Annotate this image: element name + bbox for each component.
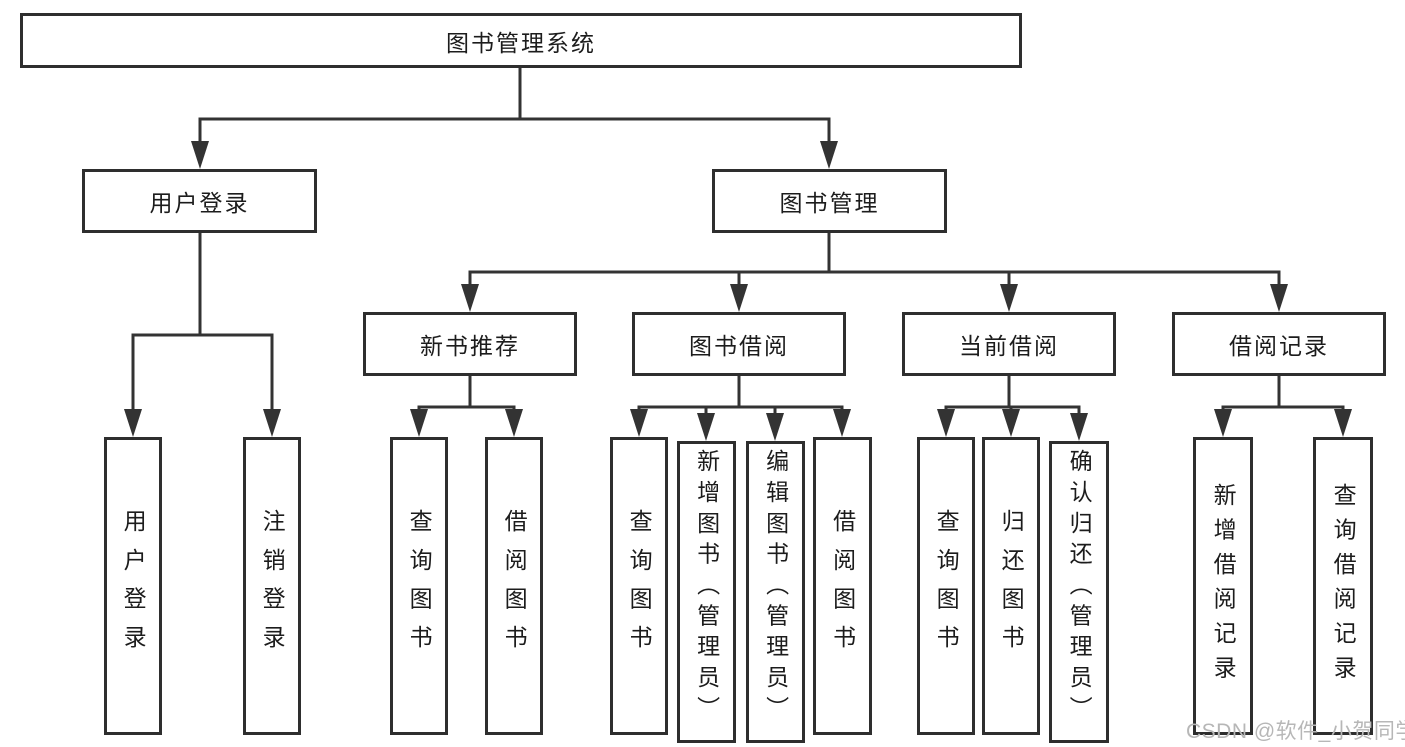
node-label: 用户登录 — [120, 508, 147, 664]
node-leaf-user-login: 用户登录 — [104, 437, 162, 735]
connector-new-book-rec-to-children — [410, 376, 523, 437]
connector-borrow-record-to-children — [1214, 376, 1352, 437]
node-leaf-borrow-book: 借阅图书 — [813, 437, 872, 735]
node-label: 确认归还（管理员） — [1066, 449, 1093, 727]
node-label: 借阅图书 — [829, 508, 856, 664]
node-label: 查询借阅记录 — [1330, 482, 1357, 690]
node-leaf-query-book-current: 查询图书 — [917, 437, 975, 735]
node-book-borrow: 图书借阅 — [632, 312, 846, 376]
node-label: 归还图书 — [998, 508, 1025, 664]
node-new-book-recommend: 新书推荐 — [363, 312, 577, 376]
csdn-watermark: CSDN @软件_小贺同学 — [1186, 720, 1405, 743]
node-leaf-edit-book-admin: 编辑图书（管理员） — [746, 441, 805, 743]
node-label: 图书借阅 — [689, 333, 789, 359]
node-label: 查询图书 — [933, 508, 960, 664]
connector-current-borrow-to-children — [937, 376, 1088, 441]
node-leaf-add-book-admin: 新增图书（管理员） — [677, 441, 736, 743]
node-label: 当前借阅 — [959, 333, 1059, 359]
node-label: 新增借阅记录 — [1210, 482, 1237, 690]
node-user-login: 用户登录 — [82, 169, 317, 233]
node-leaf-query-borrow-record: 查询借阅记录 — [1313, 437, 1373, 735]
node-leaf-add-borrow-record: 新增借阅记录 — [1193, 437, 1253, 735]
node-leaf-logout: 注销登录 — [243, 437, 301, 735]
node-leaf-borrow-book-rec: 借阅图书 — [485, 437, 543, 735]
node-label: 新增图书（管理员） — [693, 449, 720, 727]
node-leaf-return-book: 归还图书 — [982, 437, 1040, 735]
node-label: 图书管理 — [779, 190, 880, 216]
node-borrow-record: 借阅记录 — [1172, 312, 1386, 376]
connector-book-borrow-to-children — [630, 376, 851, 441]
node-book-management: 图书管理 — [712, 169, 947, 233]
node-label: 编辑图书（管理员） — [762, 449, 789, 727]
node-label: 注销登录 — [259, 508, 286, 664]
node-current-borrow: 当前借阅 — [902, 312, 1116, 376]
node-label: 用户登录 — [149, 190, 250, 216]
node-label: 借阅记录 — [1229, 333, 1329, 359]
connector-book-mgmt-to-children — [461, 233, 1288, 312]
node-label: 查询图书 — [626, 508, 653, 664]
connector-root-to-level2 — [191, 65, 838, 169]
node-label: 图书管理系统 — [446, 29, 596, 56]
node-label: 借阅图书 — [501, 508, 528, 664]
node-label: 新书推荐 — [420, 333, 520, 359]
node-leaf-query-book-borrow: 查询图书 — [610, 437, 668, 735]
connector-user-login-to-children — [124, 233, 281, 437]
node-leaf-query-book-rec: 查询图书 — [390, 437, 448, 735]
node-library-management-system: 图书管理系统 — [20, 13, 1022, 68]
node-label: 查询图书 — [406, 508, 433, 664]
node-leaf-confirm-return-admin: 确认归还（管理员） — [1049, 441, 1109, 743]
